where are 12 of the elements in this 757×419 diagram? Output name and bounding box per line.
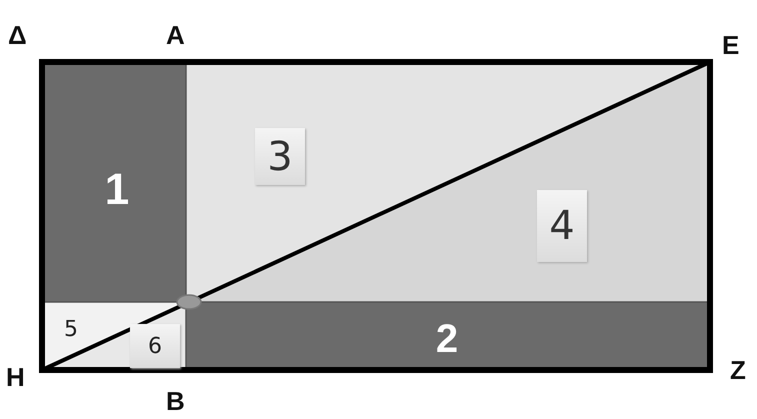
vertex-label: Z — [730, 355, 746, 386]
region-number: 1 — [87, 155, 147, 225]
vertex-label: B — [166, 386, 185, 417]
region-number: 2 — [422, 310, 472, 368]
region-number: 3 — [255, 128, 305, 185]
vertex-label: Δ — [8, 20, 27, 51]
vertex-label: H — [6, 362, 25, 393]
region-number: 6 — [130, 324, 180, 368]
vertex-label: E — [722, 30, 740, 61]
region-number: 4 — [537, 190, 587, 262]
vertex-label: A — [166, 20, 185, 51]
region-number: 5 — [58, 314, 84, 344]
